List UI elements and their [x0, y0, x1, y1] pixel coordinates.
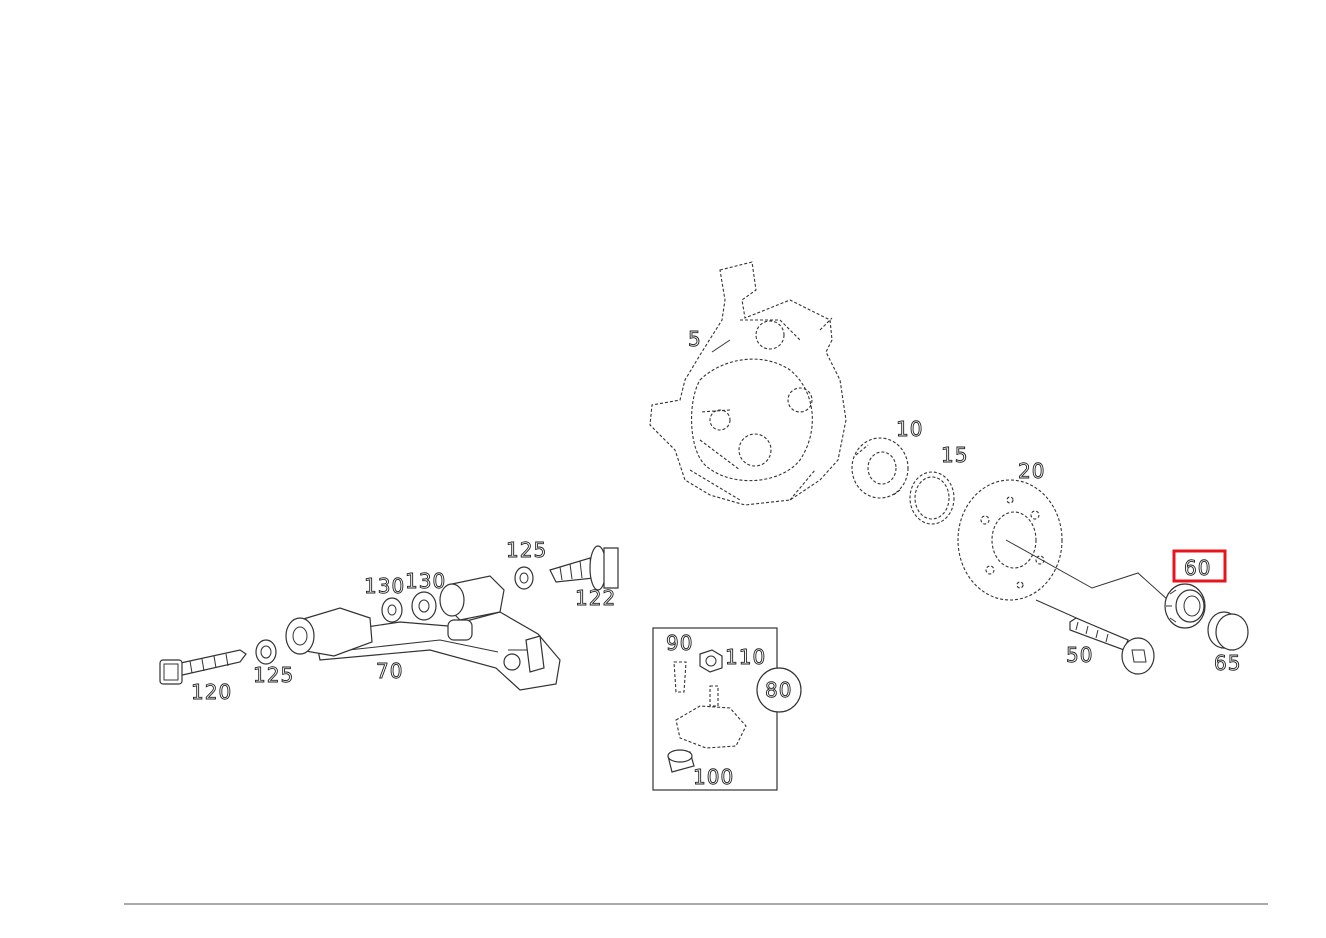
callout-50[interactable]: 50 — [1066, 643, 1093, 668]
arm-bolt-drawing[interactable] — [159, 649, 247, 685]
callout-60-highlight-box — [1172, 549, 1227, 583]
washer-drawing-b[interactable] — [514, 566, 534, 590]
hub-cap-drawing[interactable] — [1207, 611, 1249, 651]
hub-bolt-drawing[interactable] — [1069, 617, 1155, 675]
bushing-washer-drawing-a[interactable] — [381, 597, 403, 623]
callout-110[interactable]: 110 — [725, 645, 766, 670]
steering-knuckle-drawing[interactable] — [649, 261, 847, 506]
callout-125-rear[interactable]: 125 — [506, 538, 547, 563]
callout-80[interactable]: 80 — [765, 678, 792, 703]
callout-130-a[interactable]: 130 — [364, 574, 405, 599]
callout-10[interactable]: 10 — [896, 417, 923, 442]
wheel-hub-drawing[interactable] — [851, 437, 909, 499]
arm-bolt-drawing-122[interactable] — [549, 545, 619, 591]
seal-ring-drawing[interactable] — [909, 471, 955, 525]
control-arm-drawing[interactable] — [285, 575, 561, 691]
callout-70[interactable]: 70 — [376, 659, 403, 684]
callout-122[interactable]: 122 — [575, 586, 616, 611]
callout-100[interactable]: 100 — [693, 765, 734, 790]
callout-15[interactable]: 15 — [941, 443, 968, 468]
washer-drawing-a[interactable] — [255, 639, 277, 665]
callout-120[interactable]: 120 — [191, 680, 232, 705]
callout-5[interactable]: 5 — [688, 327, 702, 352]
callout-60[interactable]: 60 — [1184, 556, 1211, 581]
brake-disc-drawing[interactable] — [957, 479, 1063, 601]
callout-130-b[interactable]: 130 — [405, 569, 446, 594]
bushing-washer-drawing-b[interactable] — [411, 591, 437, 621]
callout-90[interactable]: 90 — [666, 631, 693, 656]
axle-nut-drawing[interactable] — [1164, 583, 1206, 629]
callout-65[interactable]: 65 — [1214, 651, 1241, 676]
leader-lines — [1005, 539, 1169, 626]
callout-20[interactable]: 20 — [1018, 459, 1045, 484]
ball-joint-kit-box[interactable] — [652, 627, 802, 791]
callout-125-front[interactable]: 125 — [253, 663, 294, 688]
